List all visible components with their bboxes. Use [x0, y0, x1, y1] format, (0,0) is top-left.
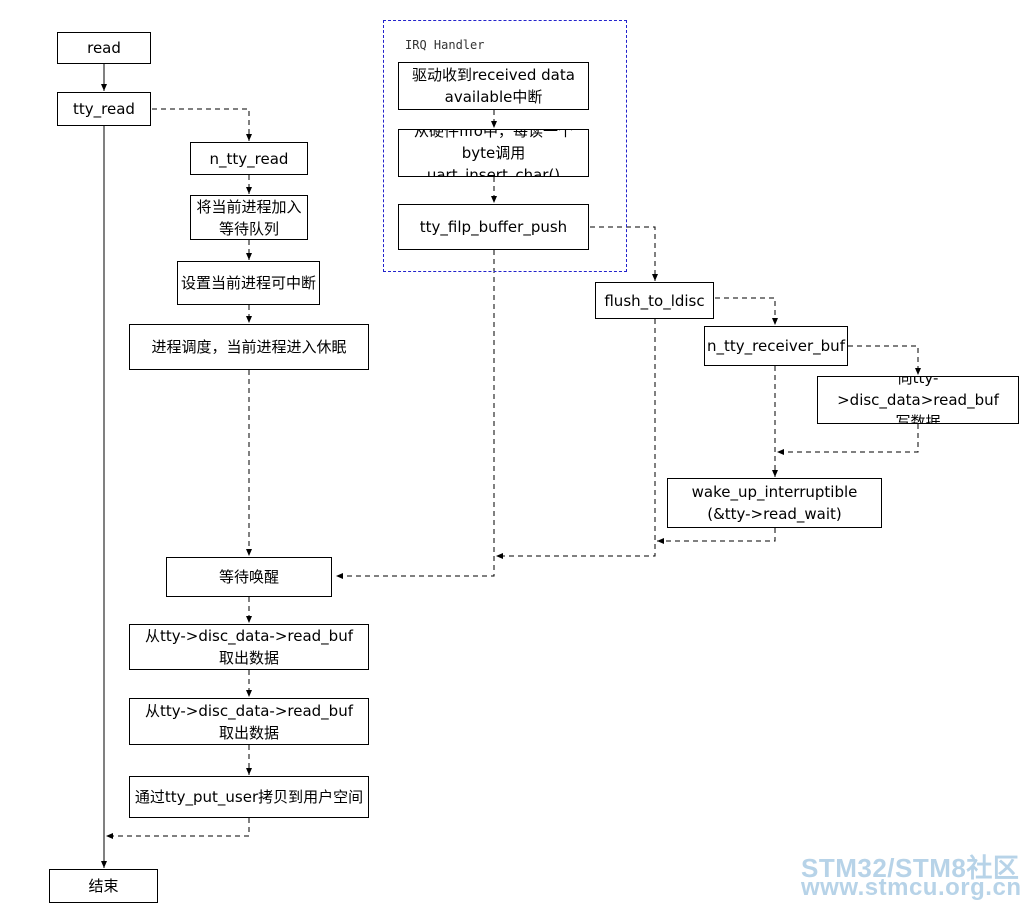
arrow-flush-down: [496, 319, 656, 559]
arrow-copy-user-to-main: [106, 818, 250, 839]
node-read: read: [57, 32, 151, 64]
node-set-interruptible: 设置当前进程可中断: [177, 261, 320, 305]
node-write-read-buf: 向tty->disc_data>read_buf 写数据: [817, 376, 1019, 424]
arrow-wake-back: [657, 528, 776, 544]
node-wake-up-interruptible: wake_up_interruptible (&tty->read_wait): [667, 478, 882, 528]
node-receiver-buf: n_tty_receiver_buf: [704, 326, 848, 366]
watermark-line-2: www.stmcu.org.cn: [801, 874, 1022, 901]
arrow-push-to-wait: [336, 250, 495, 579]
irq-handler-label: IRQ Handler: [405, 38, 485, 52]
watermark-line-1: STM32/STM8社区: [801, 853, 1020, 883]
node-irq-insert-char: 从硬件fifo中，每读一个 byte调用uart_insert_char(): [398, 129, 589, 177]
node-tty-read: tty_read: [57, 92, 151, 126]
arrow-receiver-to-write: [848, 345, 921, 375]
node-flip-buffer-push: tty_filp_buffer_push: [398, 204, 589, 250]
node-take-data-1: 从tty->disc_data->read_buf 取出数据: [129, 624, 369, 670]
node-schedule-sleep: 进程调度，当前进程进入休眠: [129, 324, 369, 370]
node-irq-received: 驱动收到received data available中断: [398, 62, 589, 110]
node-take-data-2: 从tty->disc_data->read_buf 取出数据: [129, 698, 369, 745]
node-add-wait-queue: 将当前进程加入 等待队列: [190, 195, 308, 240]
arrow-push-to-flush: [590, 226, 658, 281]
node-flush-to-ldisc: flush_to_ldisc: [595, 282, 714, 319]
arrow-write-back: [777, 424, 919, 455]
irq-handler-frame: [383, 20, 627, 272]
arrow-flush-to-receiver: [715, 297, 778, 325]
node-wait-wakeup: 等待唤醒: [166, 557, 332, 597]
node-n-tty-read: n_tty_read: [190, 142, 308, 175]
arrow-tty-read-to-n-tty-read: [152, 108, 252, 141]
node-end: 结束: [49, 869, 158, 903]
node-copy-to-user: 通过tty_put_user拷贝到用户空间: [129, 776, 369, 818]
